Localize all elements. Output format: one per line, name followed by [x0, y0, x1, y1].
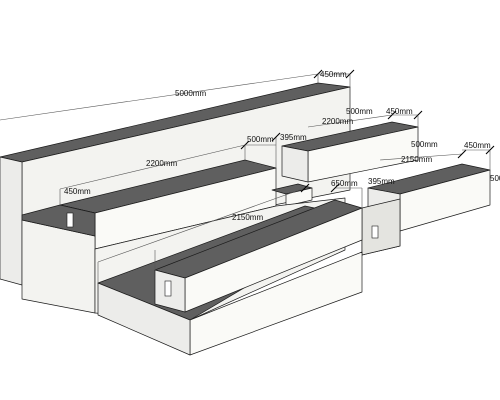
label-mid-rise: 500mm	[247, 135, 274, 144]
label-mid-gap: 395mm	[280, 133, 307, 142]
gap-front-left	[164, 280, 172, 297]
label-overall-length: 5000mm	[175, 89, 206, 98]
label-mid-depth: 450mm	[386, 107, 413, 116]
label-mid-span: 2200mm	[322, 117, 353, 126]
dimension-lines	[0, 69, 495, 283]
label-top-depth: 450mm	[320, 70, 347, 79]
base-step-deck	[21, 204, 96, 237]
label-low-span: 2150mm	[232, 213, 263, 222]
label-left-depth: 450mm	[64, 187, 91, 196]
label-right-depth: 450mm	[464, 141, 491, 150]
upper-right-left-end	[281, 145, 309, 183]
label-right-span: 2150mm	[401, 155, 432, 164]
label-right-rise: 500mm	[411, 140, 438, 149]
top-tier-left-end	[0, 156, 23, 286]
label-mid-length: 2200mm	[146, 159, 177, 168]
front-low-left-end	[97, 282, 191, 356]
gap-right-low	[371, 225, 379, 239]
right-mid-body	[361, 198, 401, 256]
gap-middle-left	[66, 212, 74, 228]
label-low-rise: 650mm	[331, 179, 358, 188]
label-right-edge: 500	[490, 174, 500, 183]
label-mid-rise-2: 500mm	[346, 107, 373, 116]
label-low-gap: 395mm	[368, 177, 395, 186]
